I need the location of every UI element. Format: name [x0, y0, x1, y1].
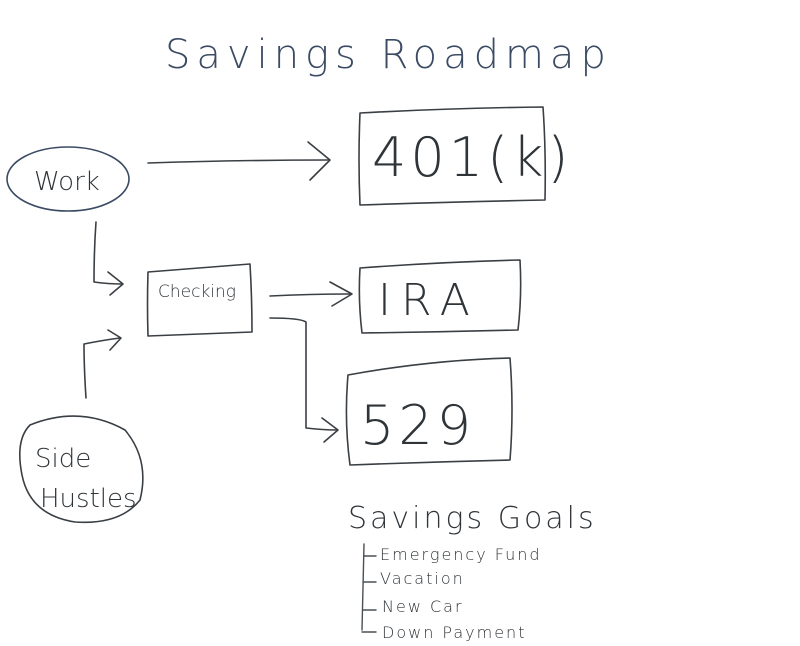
- page-title: Savings Roadmap: [165, 32, 612, 78]
- node-work: Work: [6, 146, 130, 212]
- arrow-checking-529-line: [269, 317, 337, 431]
- node-529: 529: [345, 357, 513, 466]
- node-ira-box: [358, 259, 522, 334]
- arrow-checking-to-ira: [269, 281, 353, 307]
- node-side-hustles: Side Hustles: [19, 415, 144, 524]
- arrow-checking-ira-head: [329, 281, 353, 307]
- node-401k: 401(k): [358, 106, 572, 206]
- arrow-checking-to-529: [269, 317, 339, 443]
- goal-item: Vacation: [380, 569, 465, 588]
- arrow-side-checking-line: [83, 337, 121, 399]
- node-ira-label: IRA: [378, 275, 480, 326]
- node-529-box: [345, 357, 513, 466]
- node-checking-box: [146, 263, 253, 337]
- node-side-hustles-line2: Hustles: [40, 484, 137, 514]
- node-401k-label: 401(k): [372, 126, 572, 189]
- goal-item: Emergency Fund: [380, 545, 542, 564]
- arrow-work-401k-head: [307, 141, 331, 181]
- node-work-label: Work: [34, 167, 100, 197]
- arrow-checking-529-head: [321, 417, 339, 443]
- node-work-ellipse: [6, 146, 130, 212]
- node-ira: IRA: [358, 259, 522, 334]
- arrow-side-to-checking: [83, 329, 122, 399]
- arrow-checking-ira-line: [269, 293, 351, 297]
- node-401k-box: [358, 106, 547, 206]
- savings-goals-heading: Savings Goals: [348, 501, 597, 536]
- goal-item: New Car: [382, 597, 464, 616]
- arrow-work-to-checking: [93, 221, 124, 296]
- arrow-work-401k-line: [147, 159, 329, 164]
- arrow-work-to-401k: [147, 141, 331, 181]
- goal-item: Down Payment: [382, 623, 526, 642]
- node-checking-label: Checking: [158, 282, 236, 302]
- node-529-label: 529: [360, 394, 475, 457]
- node-checking: Checking: [146, 263, 253, 337]
- arrow-work-checking-line: [93, 221, 123, 285]
- arrow-side-checking-head: [107, 329, 122, 351]
- node-side-hustles-ellipse: [19, 415, 144, 524]
- goals-tree-trunk: [361, 543, 365, 631]
- savings-goals: Savings Goals Emergency Fund Vacation Ne…: [348, 501, 597, 642]
- arrow-work-checking-head: [107, 271, 124, 296]
- node-side-hustles-line1: Side: [35, 444, 91, 474]
